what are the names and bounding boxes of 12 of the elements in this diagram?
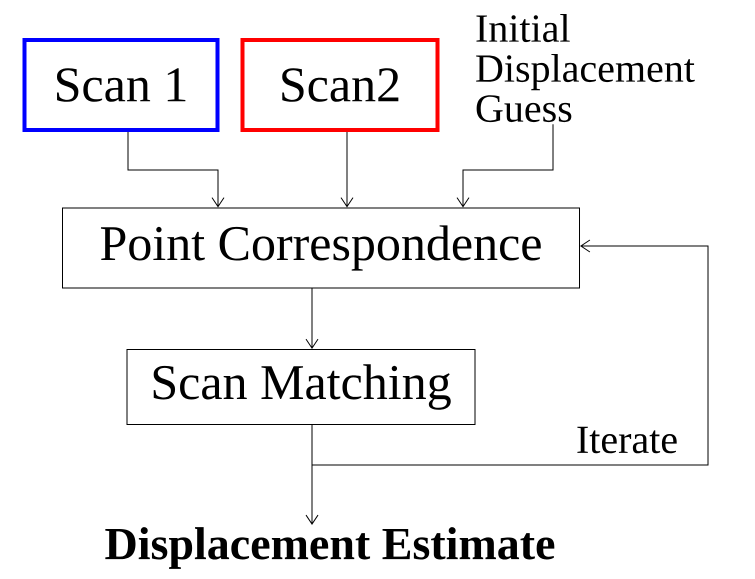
process-box: Scan Matching xyxy=(126,349,476,425)
process-box: Point Correspondence xyxy=(62,208,580,288)
arrow xyxy=(312,240,708,466)
arrow xyxy=(128,132,224,208)
output-label: Displacement Estimate xyxy=(105,527,554,569)
arrow xyxy=(306,288,318,349)
scan-box: Scan2 xyxy=(240,38,440,132)
scan-box: Scan 1 xyxy=(22,38,220,132)
arrow xyxy=(456,124,554,208)
edge-label: Iterate xyxy=(574,426,680,454)
arrow xyxy=(340,132,354,208)
input-label: Initial Displacement Guess xyxy=(476,14,695,122)
